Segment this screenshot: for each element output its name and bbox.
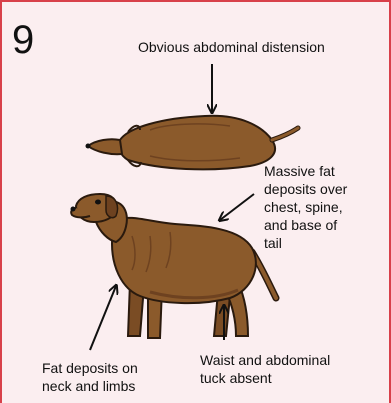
arrow-fat-deposits: [220, 194, 254, 220]
dog-side-view: [71, 194, 277, 338]
arrow-neck-limbs: [90, 286, 116, 350]
dog-top-view: [86, 116, 299, 170]
